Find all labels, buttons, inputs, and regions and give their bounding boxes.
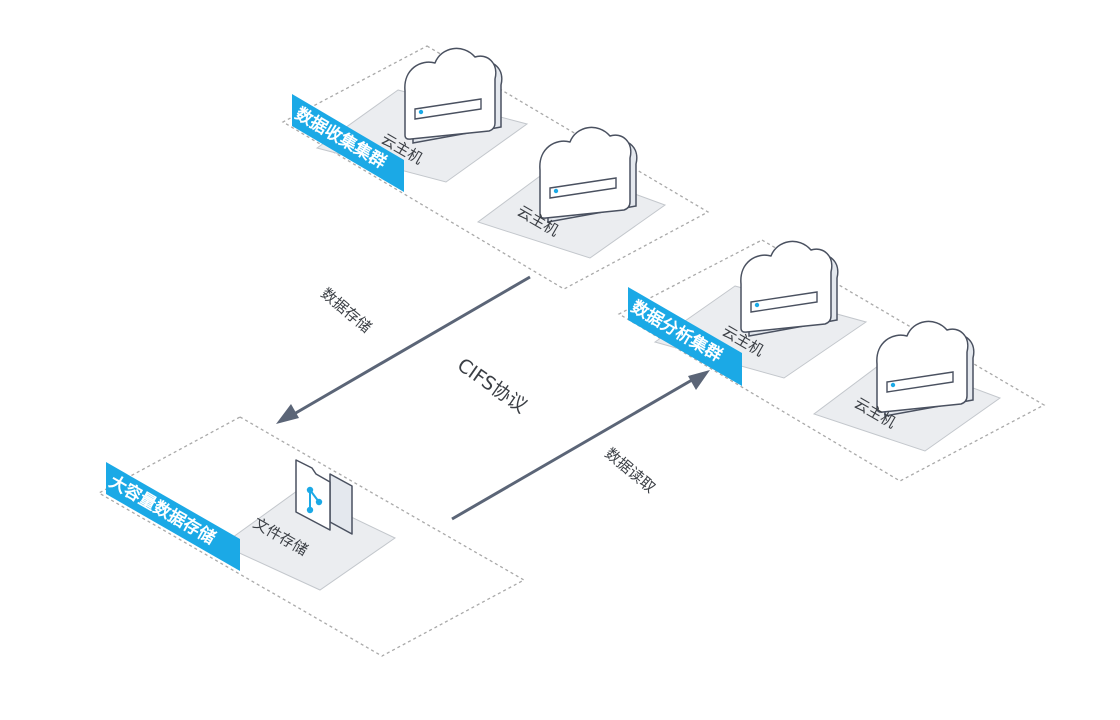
read-arrow-head [688,370,710,390]
protocol-label: CIFS协议 [453,354,531,418]
store-arrow-line [293,275,531,416]
analysis-host-1: 云主机 [653,240,868,379]
read-arrow-line [451,378,693,521]
cloud-server-icon [740,240,839,337]
collection-host-1: 云主机 [315,47,529,183]
storage-cluster-label-text: 大容量数据存储 [106,471,220,549]
cloud-server-icon [539,126,638,223]
storage-cluster-border [97,416,526,657]
store-edge-label: 数据存储 [317,284,375,336]
storage-cluster-label: 大容量数据存储 [106,462,240,571]
read-edge-label: 数据读取 [601,444,659,496]
analysis-cluster: 云主机 云主机 数据分析集群 [617,239,1046,482]
storage-node-1: 文件存储 [221,459,396,591]
analysis-host-2: 云主机 [812,320,1002,452]
storage-cluster: 文件存储 大容量数据存储 [97,416,526,657]
edge-store: 数据存储 [276,275,531,424]
store-arrow-head [276,404,299,424]
file-storage-icon [295,459,353,535]
collection-host-2: 云主机 [476,126,667,259]
cloud-server-icon [876,320,975,417]
cloud-server-icon [404,47,503,144]
collection-cluster: 云主机 云主机 数据收集集群 [281,45,710,290]
storage-node-1-plate [221,490,396,591]
